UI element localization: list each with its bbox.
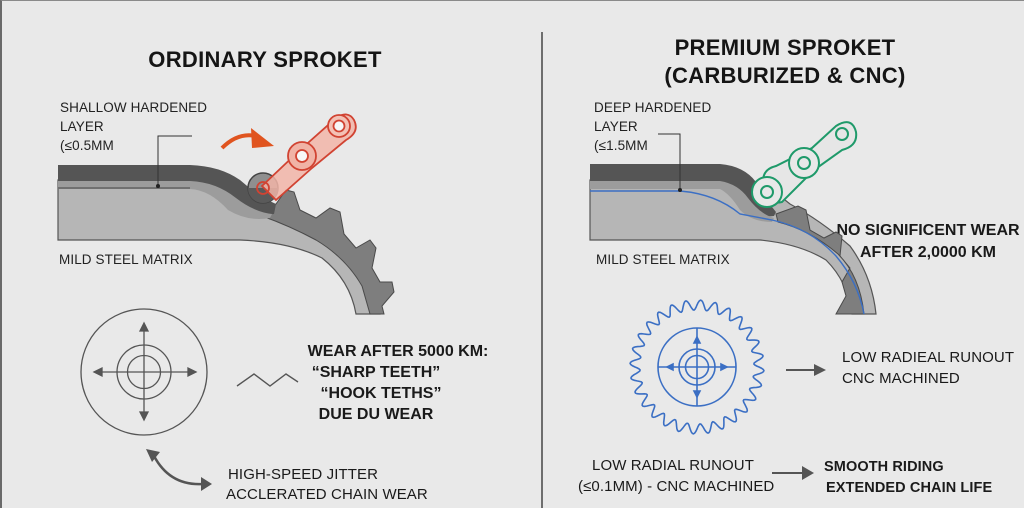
- right-arrow-icon: [786, 364, 826, 376]
- panel-divider: [541, 32, 543, 508]
- mild-steel-label-right: MILD STEEL MATRIX: [596, 252, 730, 267]
- extended-life-text: EXTENDED CHAIN LIFE: [826, 480, 993, 496]
- deep-layer-label-2: LAYER: [594, 119, 638, 134]
- wear-text-4: DUE DU WEAR: [318, 406, 434, 423]
- deep-layer-label-3: (≤1.5MM: [594, 138, 648, 153]
- wear-text-2: “SHARP TEETH”: [311, 364, 441, 381]
- ordinary-sprocket-profile: [57, 135, 395, 315]
- smooth-riding-text: SMOOTH RIDING: [824, 459, 944, 475]
- no-wear-text-1: NO SIGNIFICENT WEAR: [836, 222, 1020, 239]
- ordinary-title: ORDINARY SPROKET: [148, 47, 382, 72]
- green-chain-link-icon: [751, 121, 858, 208]
- runout-text-1: LOW RADIEAL RUNOUT: [842, 349, 1015, 366]
- premium-title-2: (CARBURIZED & CNC): [664, 63, 906, 88]
- shallow-layer-label-3: (≤0.5MM: [60, 138, 114, 153]
- wear-text-3: “HOOK TETHS”: [320, 385, 442, 402]
- no-wear-text-2: AFTER 2,0000 KM: [859, 244, 997, 261]
- premium-title-1: PREMIUM SPROKET: [674, 35, 896, 60]
- shallow-layer-label-1: SHALLOW HARDENED: [60, 100, 208, 115]
- double-curved-arrow-icon: [146, 449, 212, 491]
- orange-curved-arrow-icon: [220, 133, 257, 150]
- right-arrow-icon-2: [772, 466, 814, 480]
- orange-arrowhead-icon: [251, 128, 274, 148]
- orange-chain-link-icon: [256, 113, 357, 202]
- mild-steel-label-left: MILD STEEL MATRIX: [59, 252, 193, 267]
- deep-layer-label-1: DEEP HARDENED: [594, 100, 712, 115]
- jitter-text-1: HIGH-SPEED JITTER: [228, 466, 379, 483]
- wear-text-1: WEAR AFTER 5000 KM:: [307, 343, 489, 360]
- bottom-runout-text-2: (≤0.1MM) - CNC MACHINED: [578, 478, 775, 495]
- runout-target-icon: [80, 308, 208, 436]
- jitter-text-2: ACCLERATED CHAIN WEAR: [226, 486, 428, 503]
- bottom-runout-text-1: LOW RADIAL RUNOUT: [592, 457, 754, 474]
- blue-gear-target-icon: [629, 299, 765, 435]
- zigzag-wave-icon: [236, 373, 299, 387]
- premium-sprocket-profile: [589, 133, 877, 315]
- shallow-layer-label-2: LAYER: [60, 119, 104, 134]
- runout-text-2: CNC MACHINED: [842, 370, 960, 387]
